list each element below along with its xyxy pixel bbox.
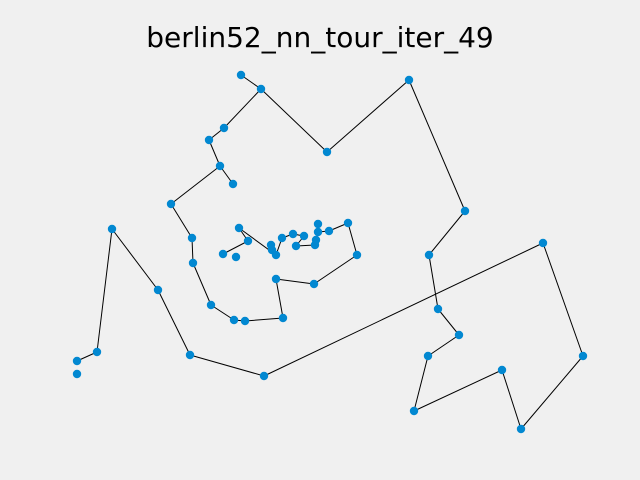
city-point-3 <box>204 135 214 145</box>
city-point-2 <box>219 123 229 133</box>
city-point-21 <box>206 300 216 310</box>
city-point-6 <box>322 147 332 157</box>
city-point-25 <box>271 274 281 284</box>
city-point-11 <box>454 330 464 340</box>
city-point-31 <box>313 227 323 237</box>
tour-edges <box>76 74 584 430</box>
city-point-16 <box>578 351 588 361</box>
city-point-28 <box>343 218 353 228</box>
city-point-35 <box>288 229 298 239</box>
city-point-14 <box>497 365 507 375</box>
city-point-9 <box>424 250 434 260</box>
chart-title: berlin52_nn_tour_iter_49 <box>146 21 494 54</box>
city-point-12 <box>423 351 433 361</box>
city-point-0 <box>236 70 246 80</box>
city-point-27 <box>352 250 362 260</box>
city-point-43 <box>218 249 228 259</box>
city-points <box>72 70 588 434</box>
city-point-13 <box>409 406 419 416</box>
city-point-30 <box>313 219 323 229</box>
city-point-7 <box>404 75 414 85</box>
city-point-51 <box>72 369 82 379</box>
city-point-46 <box>153 285 163 295</box>
city-point-18 <box>166 199 176 209</box>
city-point-1 <box>256 84 266 94</box>
city-point-23 <box>240 316 250 326</box>
city-point-44 <box>231 252 241 262</box>
city-point-8 <box>460 206 470 216</box>
city-point-42 <box>243 236 253 246</box>
city-point-45 <box>107 224 117 234</box>
city-point-41 <box>234 223 244 233</box>
city-point-33 <box>311 235 321 245</box>
city-point-10 <box>433 304 443 314</box>
city-point-20 <box>188 258 198 268</box>
city-point-47 <box>185 350 195 360</box>
city-point-17 <box>538 238 548 248</box>
city-point-29 <box>324 226 334 236</box>
city-point-48 <box>259 371 269 381</box>
city-point-36 <box>277 233 287 243</box>
city-point-26 <box>309 279 319 289</box>
city-point-4 <box>215 161 225 171</box>
city-point-19 <box>187 233 197 243</box>
city-point-24 <box>278 313 288 323</box>
city-point-50 <box>72 356 82 366</box>
city-point-40 <box>271 250 281 260</box>
city-point-34 <box>299 231 309 241</box>
city-point-22 <box>229 315 239 325</box>
city-point-5 <box>228 179 238 189</box>
city-point-15 <box>516 424 526 434</box>
tour-line-outer <box>76 74 584 430</box>
city-point-49 <box>92 347 102 357</box>
tour-line-inner <box>170 88 358 322</box>
city-point-37 <box>291 241 301 251</box>
